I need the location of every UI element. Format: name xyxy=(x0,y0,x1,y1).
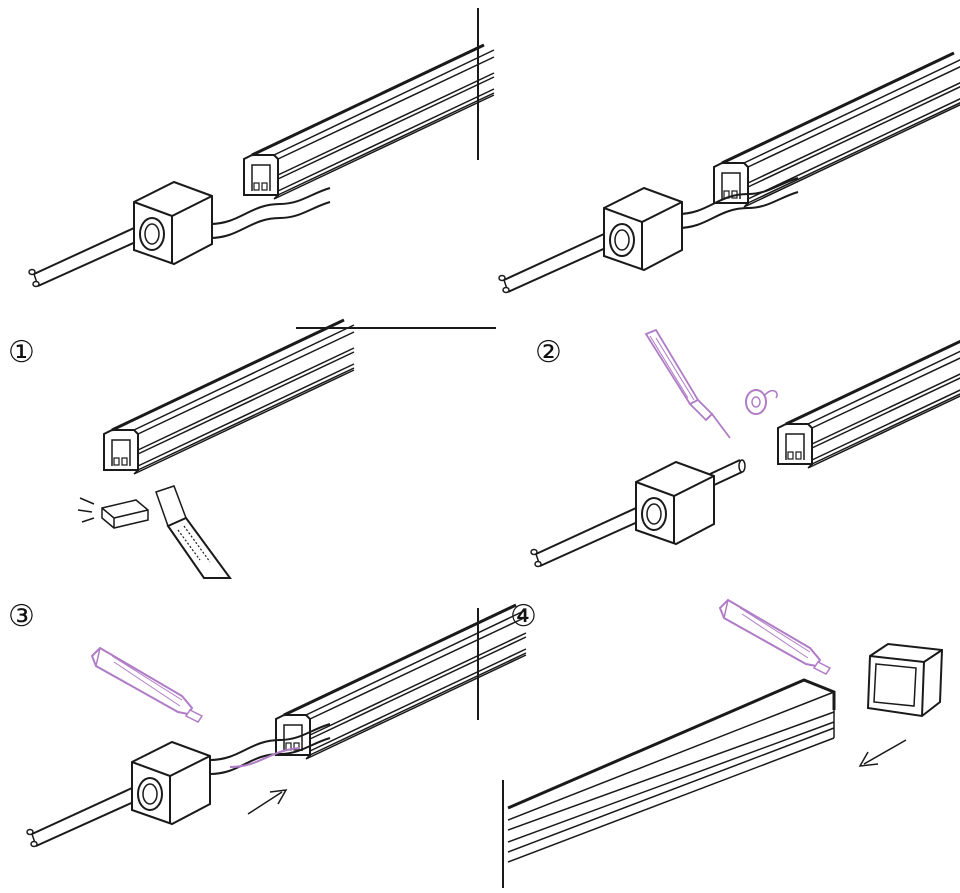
end-cap-connector-icon xyxy=(866,642,944,718)
push-arrow-icon xyxy=(858,739,907,767)
utility-knife-icon xyxy=(155,485,232,579)
step-4-illustration xyxy=(507,599,944,863)
step-2-illustration xyxy=(530,312,960,568)
assembled-view-left xyxy=(28,43,496,288)
solder-wire-spool-icon xyxy=(745,389,778,415)
step-1-illustration xyxy=(77,318,356,579)
step-1-label: ① xyxy=(8,335,35,370)
step-3-illustration xyxy=(26,603,528,848)
soldering-iron-icon xyxy=(644,328,731,439)
step-2-label: ② xyxy=(535,335,562,370)
assembled-view-right xyxy=(498,51,960,294)
step-3-label: ③ xyxy=(8,599,35,634)
push-arrow-icon xyxy=(247,789,288,815)
cut-piece xyxy=(77,497,149,529)
